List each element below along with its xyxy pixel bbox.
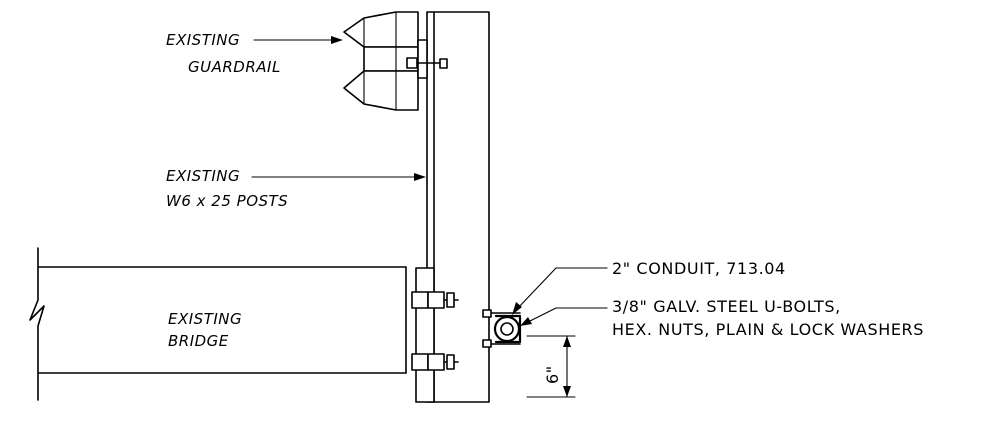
guardrail-label-line2: GUARDRAIL (188, 58, 281, 76)
w6-post (415, 11, 490, 403)
bridge-bolts (411, 291, 459, 371)
ubolts-label-line1: 3/8" GALV. STEEL U-BOLTS, (612, 297, 841, 316)
leader-posts: EXISTING W6 x 25 POSTS (166, 167, 426, 210)
dimension-6in: 6" (526, 335, 576, 398)
conduit-ubolt (482, 309, 522, 348)
guardrail-label-line1: EXISTING (166, 31, 240, 49)
bridge-label-line2: BRIDGE (168, 332, 229, 350)
guardrail (343, 11, 448, 111)
existing-bridge: EXISTING BRIDGE (29, 247, 407, 401)
leader-ubolts: 3/8" GALV. STEEL U-BOLTS, HEX. NUTS, PLA… (520, 297, 924, 339)
ubolts-label-line2: HEX. NUTS, PLAIN & LOCK WASHERS (612, 320, 924, 339)
bridge-label-line1: EXISTING (168, 310, 242, 328)
posts-label-line2: W6 x 25 POSTS (166, 192, 288, 210)
leader-guardrail: EXISTING GUARDRAIL (166, 31, 343, 76)
conduit-label: 2" CONDUIT, 713.04 (612, 259, 786, 278)
leader-conduit: 2" CONDUIT, 713.04 (512, 259, 786, 315)
posts-label-line1: EXISTING (166, 167, 240, 185)
dimension-label: 6" (543, 365, 562, 384)
